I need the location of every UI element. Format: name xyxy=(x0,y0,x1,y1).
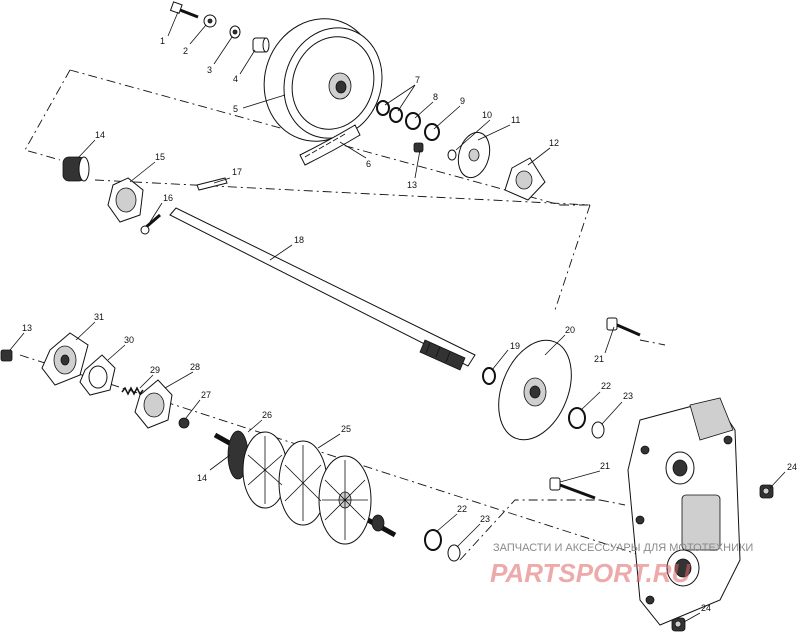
track-drive-sprockets xyxy=(213,430,397,545)
bearing-flange-28 xyxy=(134,379,173,429)
circlip-19 xyxy=(482,367,496,385)
label-16: 16 xyxy=(163,193,173,203)
label-14-upper: 14 xyxy=(95,130,105,140)
label-25: 25 xyxy=(341,424,351,434)
bearing-14-upper xyxy=(62,156,90,182)
bearing-flange-31 xyxy=(41,332,89,386)
label-15: 15 xyxy=(155,152,165,162)
drive-shaft xyxy=(169,207,476,371)
nut-27 xyxy=(178,417,190,429)
bearing-flange-15 xyxy=(107,177,144,223)
gasket-30 xyxy=(79,354,116,396)
bearing-flange-12 xyxy=(504,157,546,201)
ring-23-lower xyxy=(447,544,461,562)
label-28: 28 xyxy=(190,362,200,372)
label-13-upper: 13 xyxy=(407,180,417,190)
label-4: 4 xyxy=(233,74,238,84)
seal-22-lower xyxy=(424,529,442,551)
washer-2 xyxy=(203,14,217,28)
label-14-lower: 14 xyxy=(197,473,207,483)
label-6: 6 xyxy=(366,159,371,169)
chaincase-housing xyxy=(627,397,741,626)
label-23-upper: 23 xyxy=(623,391,633,401)
label-5: 5 xyxy=(233,104,238,114)
seal-22-upper xyxy=(568,407,586,429)
label-1: 1 xyxy=(160,36,165,46)
label-19: 19 xyxy=(510,341,520,351)
ring-23-upper xyxy=(591,421,605,439)
plate-11 xyxy=(457,131,491,179)
label-22-lower: 22 xyxy=(457,504,467,514)
label-22-upper: 22 xyxy=(601,381,611,391)
label-21-lower: 21 xyxy=(600,461,610,471)
part-number-labels: 1 2 3 4 5 6 7 8 9 10 11 12 13 14 15 16 1… xyxy=(22,36,797,613)
label-11: 11 xyxy=(511,115,520,125)
key-17 xyxy=(196,177,228,191)
label-20: 20 xyxy=(565,325,575,335)
nut-24-upper xyxy=(759,484,774,499)
o-rings-7 xyxy=(376,100,403,123)
watermark: ЗАПЧАСТИ И АКСЕССУАРЫ ДЛЯ МОТОТЕХНИКИ PA… xyxy=(490,542,753,588)
washer-3 xyxy=(229,25,241,39)
leader-lines xyxy=(9,11,786,623)
drive-chain xyxy=(299,124,361,166)
label-17: 17 xyxy=(232,167,242,177)
label-2: 2 xyxy=(183,46,188,56)
label-23-lower: 23 xyxy=(480,514,490,524)
brake-disc-20 xyxy=(498,339,572,441)
label-31: 31 xyxy=(94,312,104,322)
label-10: 10 xyxy=(482,110,492,120)
bushing-4 xyxy=(252,37,270,53)
label-13-lower: 13 xyxy=(22,323,32,333)
label-12: 12 xyxy=(549,138,559,148)
label-3: 3 xyxy=(207,65,212,75)
label-27: 27 xyxy=(201,390,211,400)
label-30: 30 xyxy=(124,335,134,345)
washer-10 xyxy=(447,149,457,161)
upper-sprocket xyxy=(263,18,383,142)
label-29: 29 xyxy=(150,365,160,375)
nut-13-upper xyxy=(413,142,424,153)
bolt-16 xyxy=(140,213,161,235)
nut-24-lower xyxy=(671,617,686,632)
bolt-21-upper xyxy=(606,317,641,337)
label-8: 8 xyxy=(433,92,438,102)
spring-29 xyxy=(121,386,144,396)
watermark-logo-text: PARTSPORT.RU xyxy=(490,558,692,588)
nut-13-lower xyxy=(0,349,13,362)
label-21-upper: 21 xyxy=(594,354,604,364)
bolt-21-lower xyxy=(549,477,596,500)
label-9: 9 xyxy=(460,96,465,106)
label-7: 7 xyxy=(415,75,420,85)
label-26: 26 xyxy=(262,410,272,420)
watermark-tagline: ЗАПЧАСТИ И АКСЕССУАРЫ ДЛЯ МОТОТЕХНИКИ xyxy=(493,542,753,554)
label-24-upper: 24 xyxy=(787,462,797,472)
top-bolt xyxy=(169,1,199,19)
label-24-lower: 24 xyxy=(701,603,711,613)
label-18: 18 xyxy=(294,235,304,245)
